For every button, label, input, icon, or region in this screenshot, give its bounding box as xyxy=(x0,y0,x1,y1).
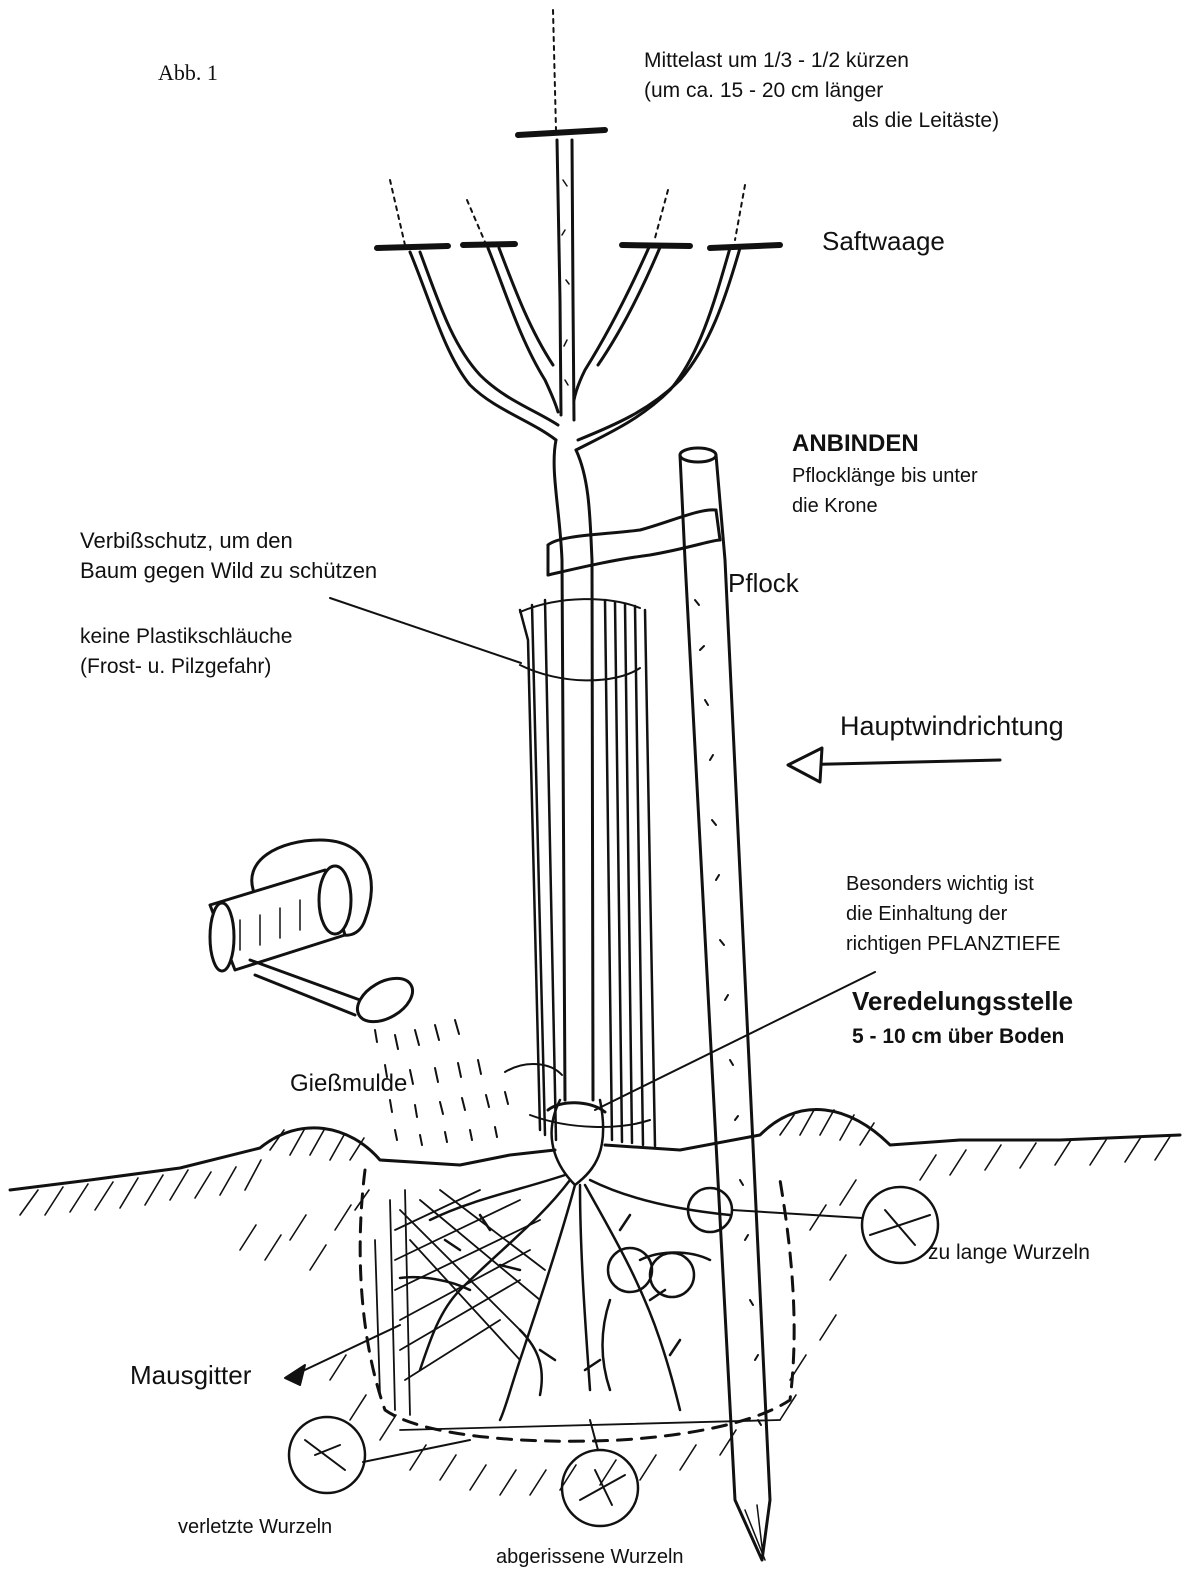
mouse-mesh-label: Mausgitter xyxy=(130,1360,251,1391)
sap-balance-cut-marks xyxy=(377,244,780,248)
plastic-warning-line2: (Frost- u. Pilzgefahr) xyxy=(80,654,271,679)
too-long-roots-label: zu lange Wurzeln xyxy=(928,1240,1090,1265)
injured-roots-label: verletzte Wurzeln xyxy=(178,1515,332,1539)
scaffold-branches xyxy=(390,180,745,450)
graft-union-heading: Veredelungsstelle xyxy=(852,986,1073,1017)
ground-surface xyxy=(10,1110,1180,1190)
wind-arrow xyxy=(788,748,1000,782)
central-leader xyxy=(553,10,574,420)
stake xyxy=(680,448,770,1560)
plastic-warning-line1: keine Plastikschläuche xyxy=(80,624,292,649)
graft-union-height: 5 - 10 cm über Boden xyxy=(852,1024,1064,1049)
browse-protection-label-line2: Baum gegen Wild zu schützen xyxy=(80,558,377,584)
watering-basin-label: Gießmulde xyxy=(290,1070,407,1099)
watering-can xyxy=(210,840,420,1031)
tie-heading: ANBINDEN xyxy=(792,430,919,459)
cut-mark-leader xyxy=(518,130,605,135)
central-leader-label-line3: als die Leitäste) xyxy=(852,108,999,133)
planting-depth-line1: Besonders wichtig ist xyxy=(846,872,1034,896)
planting-depth-line2: die Einhaltung der xyxy=(846,902,1007,926)
pointer-browse-protection xyxy=(330,598,521,663)
wind-direction-label: Hauptwindrichtung xyxy=(840,710,1064,742)
torn-roots-label: abgerissene Wurzeln xyxy=(496,1545,684,1569)
figure-label: Abb. 1 xyxy=(158,60,218,86)
browse-protection-label-line1: Verbißschutz, um den xyxy=(80,528,293,554)
tie-label-line1: Pflocklänge bis unter xyxy=(792,464,978,488)
stake-label: Pflock xyxy=(728,568,799,599)
tie-label-line2: die Krone xyxy=(792,494,878,518)
central-leader-label-line2: (um ca. 15 - 20 cm länger xyxy=(644,78,883,103)
planting-depth-line3: richtigen PFLANZTIEFE xyxy=(846,932,1061,956)
tie-band xyxy=(548,510,720,575)
sap-balance-label: Saftwaage xyxy=(822,226,945,257)
central-leader-label-line1: Mittelast um 1/3 - 1/2 kürzen xyxy=(644,48,909,73)
